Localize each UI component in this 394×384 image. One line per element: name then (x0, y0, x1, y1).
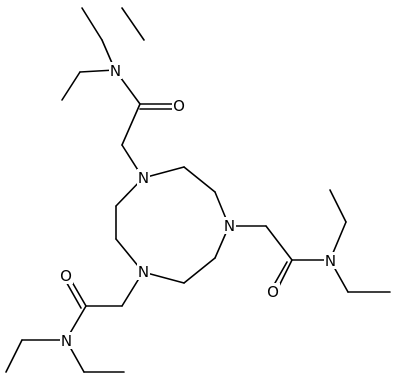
bond (5, 339, 23, 373)
atom-label: N (224, 217, 235, 235)
atom-label: O (267, 283, 279, 301)
ring-nitrogen-7: N (137, 263, 150, 281)
atom-label: O (60, 267, 72, 285)
bond (265, 225, 293, 261)
amide-nitrogen-top: N (109, 62, 122, 80)
amide-nitrogen-bottom: N (60, 332, 73, 350)
bond (121, 103, 141, 146)
ring-nitrogen-1: N (137, 169, 150, 187)
bond (121, 7, 145, 41)
bond (329, 189, 347, 223)
atom-label: N (61, 332, 72, 350)
atom-labels: N N N O N O N O (59, 62, 337, 350)
bond (81, 7, 103, 41)
atom-label: N (138, 263, 149, 281)
oxygen-bottom: O (59, 267, 73, 285)
atom-label: N (325, 252, 336, 270)
oxygen-right: O (266, 283, 280, 301)
amide-nitrogen-right: N (324, 252, 337, 270)
oxygen-top: O (172, 97, 186, 115)
atom-label: O (173, 97, 185, 115)
atom-label: N (138, 169, 149, 187)
bond (183, 166, 216, 193)
atom-label: N (110, 62, 121, 80)
bond (61, 71, 81, 101)
ring-nitrogen-4: N (223, 217, 236, 235)
bonds (5, 7, 391, 373)
bond (183, 257, 216, 284)
